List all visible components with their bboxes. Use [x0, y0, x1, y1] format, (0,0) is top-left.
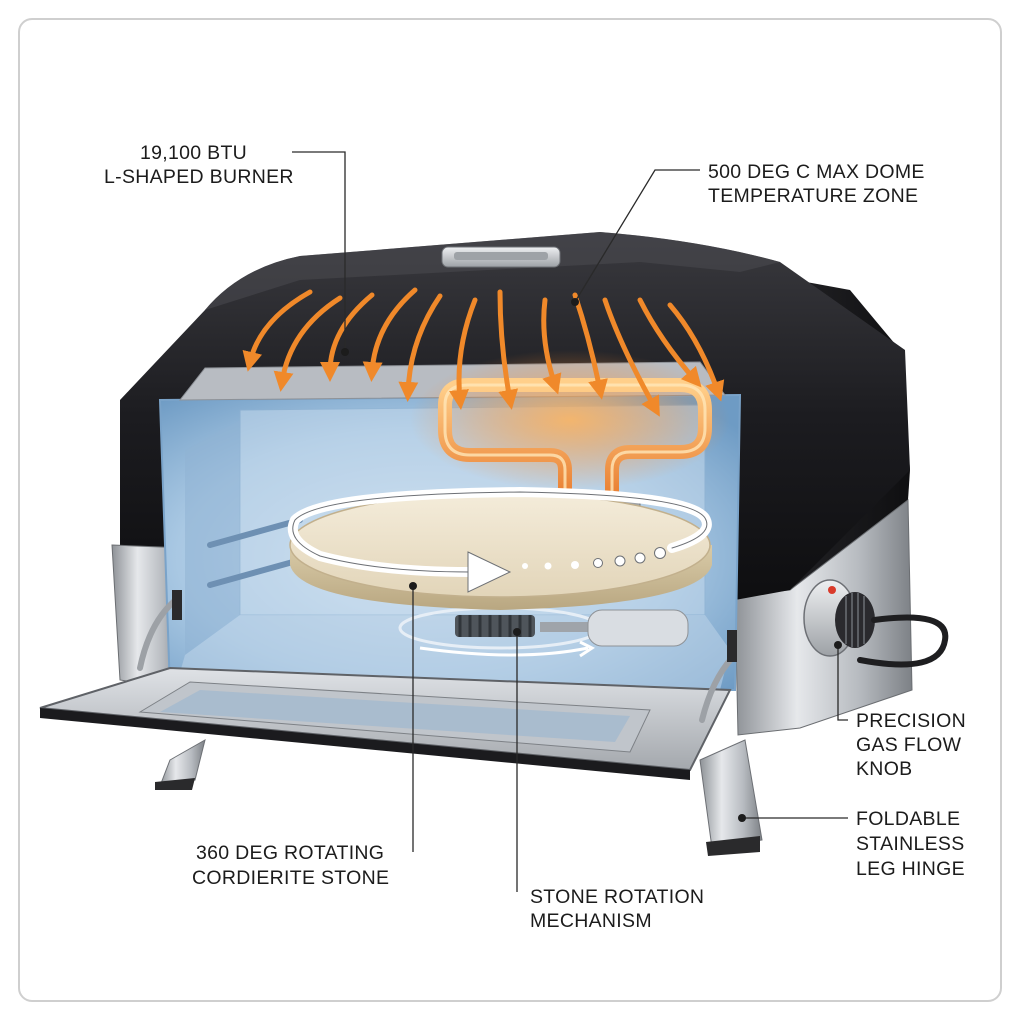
callout-mechanism-line2: MECHANISM: [530, 910, 652, 932]
callout-stone: 360 DEG ROTATING CORDIERITE STONE: [192, 842, 389, 889]
front-left-leg: [155, 740, 205, 790]
callout-leg: FOLDABLE STAINLESS LEG HINGE: [856, 808, 965, 880]
callout-leg-line2: STAINLESS: [856, 833, 965, 855]
callout-burner-line2: L-SHAPED BURNER: [104, 166, 294, 188]
callout-leg-line3: LEG HINGE: [856, 858, 965, 880]
front-right-leg: [700, 740, 762, 856]
callout-mechanism-line1: STONE ROTATION: [530, 886, 704, 908]
callout-knob-line2: GAS FLOW: [856, 734, 962, 756]
callout-knob-line1: PRECISION: [856, 710, 966, 732]
callout-dome-line2: TEMPERATURE ZONE: [708, 185, 918, 207]
callout-dome: 500 DEG C MAX DOME TEMPERATURE ZONE: [708, 161, 925, 207]
callout-stone-line1: 360 DEG ROTATING: [196, 842, 384, 864]
callout-knob: PRECISION GAS FLOW KNOB: [856, 710, 966, 780]
callout-burner: 19,100 BTU L-SHAPED BURNER: [104, 142, 294, 188]
callout-knob-line3: KNOB: [856, 758, 912, 780]
callout-stone-line2: CORDIERITE STONE: [192, 867, 389, 889]
callout-mechanism: STONE ROTATION MECHANISM: [530, 886, 704, 932]
cordierite-stone: [290, 493, 712, 610]
callout-leg-line1: FOLDABLE: [856, 808, 960, 830]
callout-dome-line1: 500 DEG C MAX DOME: [708, 161, 925, 183]
callout-burner-line1: 19,100 BTU: [140, 142, 247, 164]
